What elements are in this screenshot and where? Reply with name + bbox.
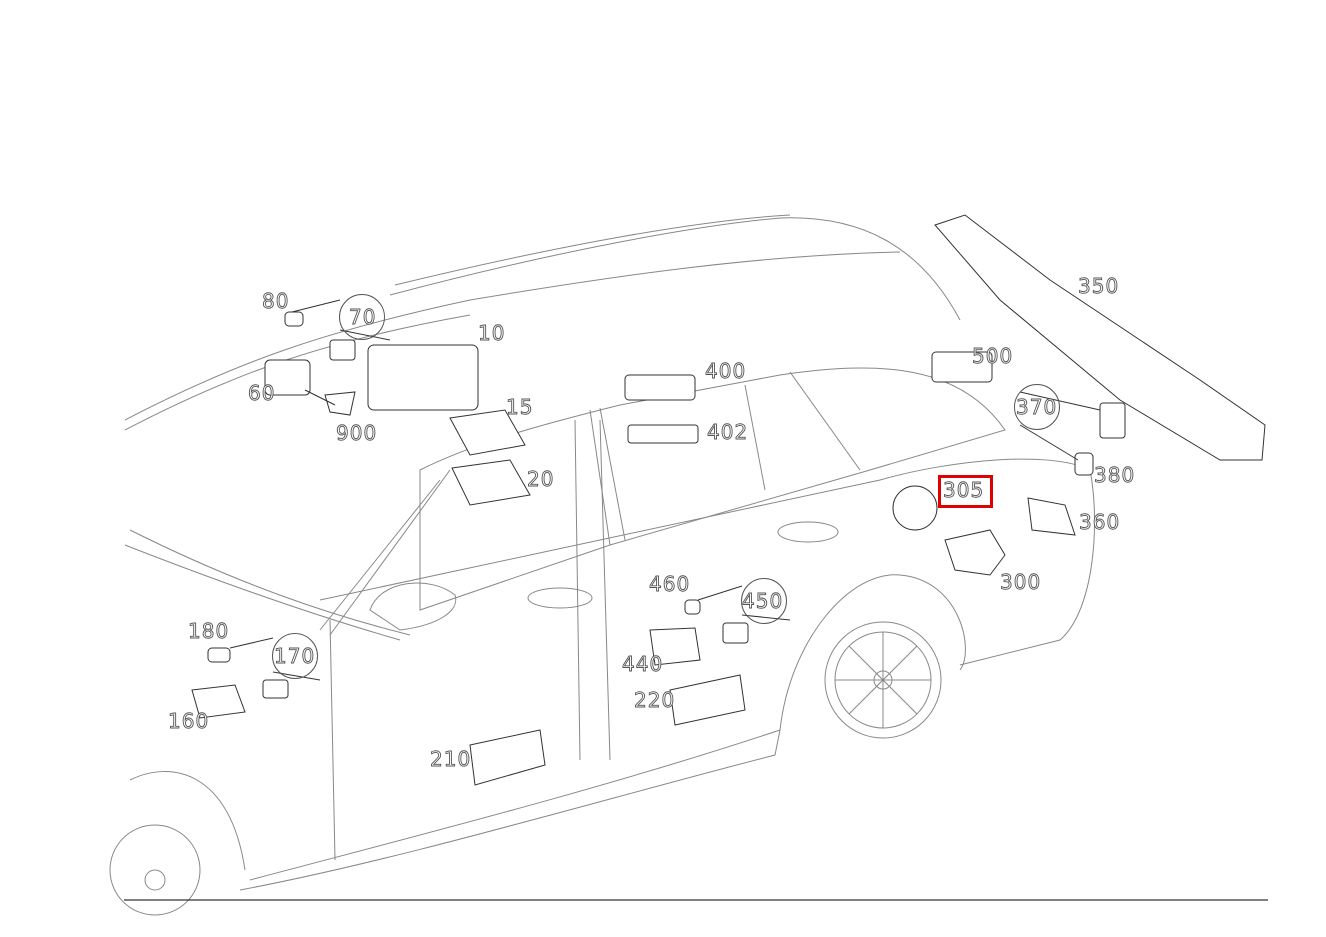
callout-402[interactable]: 402 xyxy=(707,420,749,444)
callout-220[interactable]: 220 xyxy=(634,688,676,712)
callout-300[interactable]: 300 xyxy=(1000,570,1042,594)
callout-900[interactable]: 900 xyxy=(336,421,378,445)
callout-460[interactable]: 460 xyxy=(649,572,691,596)
callout-circle-70 xyxy=(339,294,385,340)
callout-80[interactable]: 80 xyxy=(262,289,290,313)
callout-circle-450 xyxy=(741,578,787,624)
callout-20[interactable]: 20 xyxy=(527,467,555,491)
highlight-box-305 xyxy=(938,475,993,508)
callout-360[interactable]: 360 xyxy=(1079,510,1121,534)
callout-370[interactable]: 370 xyxy=(1016,395,1058,419)
callout-440[interactable]: 440 xyxy=(622,652,664,676)
overhead-control-unit[interactable] xyxy=(367,344,479,411)
callout-circle-170 xyxy=(272,633,318,679)
callout-350[interactable]: 350 xyxy=(1078,274,1120,298)
callout-380[interactable]: 380 xyxy=(1094,463,1136,487)
callout-70[interactable]: 70 xyxy=(349,305,377,329)
callout-160[interactable]: 160 xyxy=(168,709,210,733)
callout-400[interactable]: 400 xyxy=(705,359,747,383)
callout-170[interactable]: 170 xyxy=(274,644,316,668)
callout-305[interactable]: 305 xyxy=(943,478,985,502)
callout-450[interactable]: 450 xyxy=(742,589,784,613)
callout-circle-370 xyxy=(1014,384,1060,430)
callout-10[interactable]: 10 xyxy=(478,321,506,345)
callout-60[interactable]: 60 xyxy=(248,381,276,405)
callout-180[interactable]: 180 xyxy=(188,619,230,643)
callout-15[interactable]: 15 xyxy=(506,395,534,419)
callout-210[interactable]: 210 xyxy=(430,747,472,771)
callout-500[interactable]: 500 xyxy=(972,344,1014,368)
